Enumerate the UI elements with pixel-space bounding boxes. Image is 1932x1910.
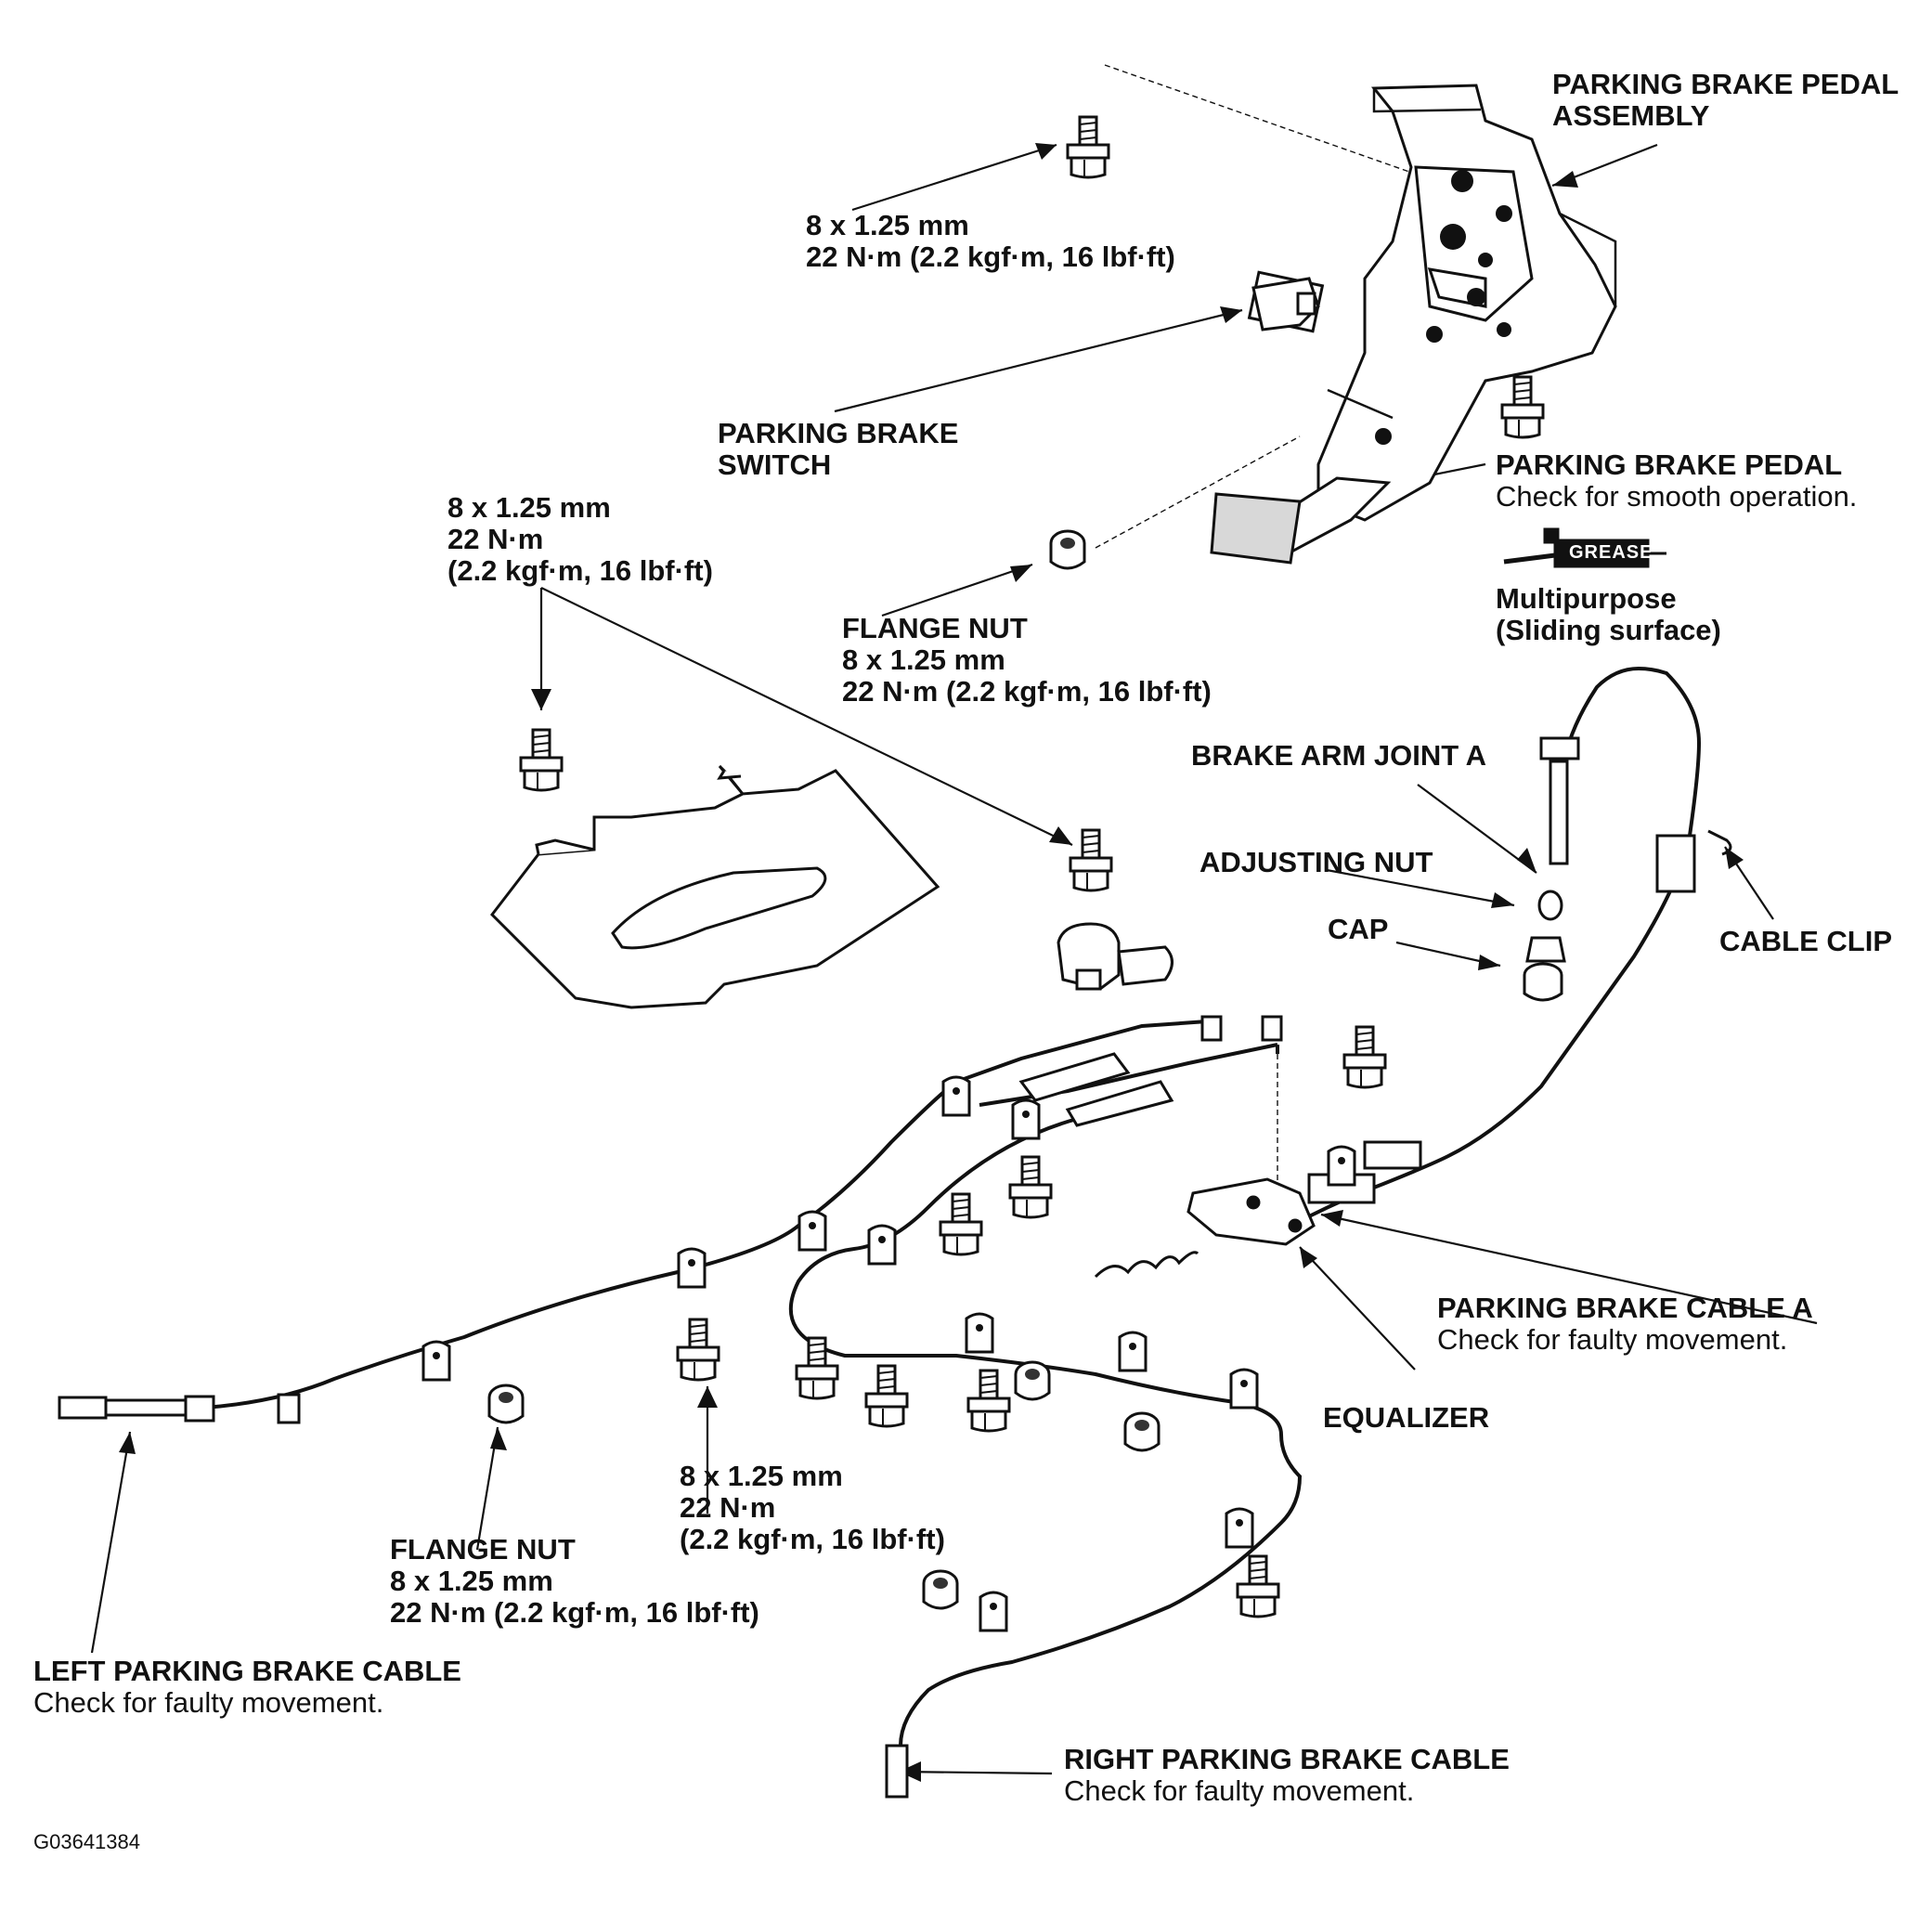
label-pedal-assembly: PARKING BRAKE PEDAL ASSEMBLY <box>1552 69 1899 132</box>
figure-code: G03641384 <box>33 1830 140 1853</box>
label-left-bolt: 8 x 1.25 mm 22 N·m (2.2 kgf·m, 16 lbf·ft… <box>447 492 713 587</box>
label-adjusting-nut-line1: ADJUSTING NUT <box>1199 846 1433 878</box>
label-bottom-bolt: 8 x 1.25 mm 22 N·m (2.2 kgf·m, 16 lbf·ft… <box>680 1461 945 1555</box>
label-right-cable: RIGHT PARKING BRAKE CABLE Check for faul… <box>1064 1744 1510 1807</box>
label-flange-nut-bottom: FLANGE NUT 8 x 1.25 mm 22 N·m (2.2 kgf·m… <box>390 1534 759 1629</box>
grease-tag: GREASE <box>1569 542 1653 563</box>
label-cable-clip: CABLE CLIP <box>1719 926 1892 957</box>
label-top-bolt-line1: 8 x 1.25 mm <box>806 209 969 241</box>
label-brake-arm-joint-line1: BRAKE ARM JOINT A <box>1191 739 1487 772</box>
label-switch-line2: SWITCH <box>718 448 832 481</box>
label-cable-a-line1: PARKING BRAKE CABLE A <box>1437 1292 1813 1324</box>
label-bottom-bolt-line3: (2.2 kgf·m, 16 lbf·ft) <box>680 1523 945 1555</box>
label-bottom-bolt-line1: 8 x 1.25 mm <box>680 1460 843 1492</box>
label-grease-line2: (Sliding surface) <box>1496 614 1721 646</box>
label-pedal-assembly-line1: PARKING BRAKE PEDAL <box>1552 68 1900 100</box>
label-pedal-line1: PARKING BRAKE PEDAL <box>1496 448 1843 481</box>
label-adjusting-nut: ADJUSTING NUT <box>1199 847 1433 878</box>
label-flange-nut-top: FLANGE NUT 8 x 1.25 mm 22 N·m (2.2 kgf·m… <box>842 613 1212 708</box>
label-brake-arm-joint: BRAKE ARM JOINT A <box>1191 740 1486 772</box>
label-parking-brake-pedal: PARKING BRAKE PEDAL Check for smooth ope… <box>1496 449 1857 513</box>
label-cable-a-line2: Check for faulty movement. <box>1437 1323 1788 1356</box>
label-pedal-assembly-line2: ASSEMBLY <box>1552 99 1710 132</box>
label-flange-nut-top-line1: FLANGE NUT <box>842 612 1028 644</box>
label-grease: Multipurpose (Sliding surface) <box>1496 583 1721 646</box>
label-cable-a: PARKING BRAKE CABLE A Check for faulty m… <box>1437 1293 1813 1356</box>
label-pedal-line2: Check for smooth operation. <box>1496 480 1858 513</box>
label-left-bolt-line1: 8 x 1.25 mm <box>447 491 611 524</box>
label-flange-nut-top-line2: 8 x 1.25 mm <box>842 643 1005 676</box>
label-right-cable-line2: Check for faulty movement. <box>1064 1774 1415 1807</box>
label-flange-nut-bottom-line1: FLANGE NUT <box>390 1533 576 1566</box>
label-equalizer-line1: EQUALIZER <box>1323 1401 1490 1434</box>
label-switch-line1: PARKING BRAKE <box>718 417 959 449</box>
label-top-bolt: 8 x 1.25 mm 22 N·m (2.2 kgf·m, 16 lbf·ft… <box>806 210 1175 273</box>
label-cable-clip-line1: CABLE CLIP <box>1719 925 1892 957</box>
label-left-cable: LEFT PARKING BRAKE CABLE Check for fault… <box>33 1656 461 1719</box>
label-right-cable-line1: RIGHT PARKING BRAKE CABLE <box>1064 1743 1510 1775</box>
label-flange-nut-top-line3: 22 N·m (2.2 kgf·m, 16 lbf·ft) <box>842 675 1212 708</box>
label-left-cable-line1: LEFT PARKING BRAKE CABLE <box>33 1655 461 1687</box>
label-left-bolt-line3: (2.2 kgf·m, 16 lbf·ft) <box>447 554 713 587</box>
label-left-cable-line2: Check for faulty movement. <box>33 1686 384 1719</box>
label-cap: CAP <box>1328 914 1388 945</box>
label-bottom-bolt-line2: 22 N·m <box>680 1491 776 1524</box>
label-cap-line1: CAP <box>1328 913 1389 945</box>
label-parking-brake-switch: PARKING BRAKE SWITCH <box>718 418 959 481</box>
label-flange-nut-bottom-line2: 8 x 1.25 mm <box>390 1565 553 1597</box>
label-top-bolt-line2: 22 N·m (2.2 kgf·m, 16 lbf·ft) <box>806 240 1175 273</box>
label-left-bolt-line2: 22 N·m <box>447 523 544 555</box>
label-grease-line1: Multipurpose <box>1496 582 1677 615</box>
label-equalizer: EQUALIZER <box>1323 1402 1489 1434</box>
label-flange-nut-bottom-line3: 22 N·m (2.2 kgf·m, 16 lbf·ft) <box>390 1596 759 1629</box>
